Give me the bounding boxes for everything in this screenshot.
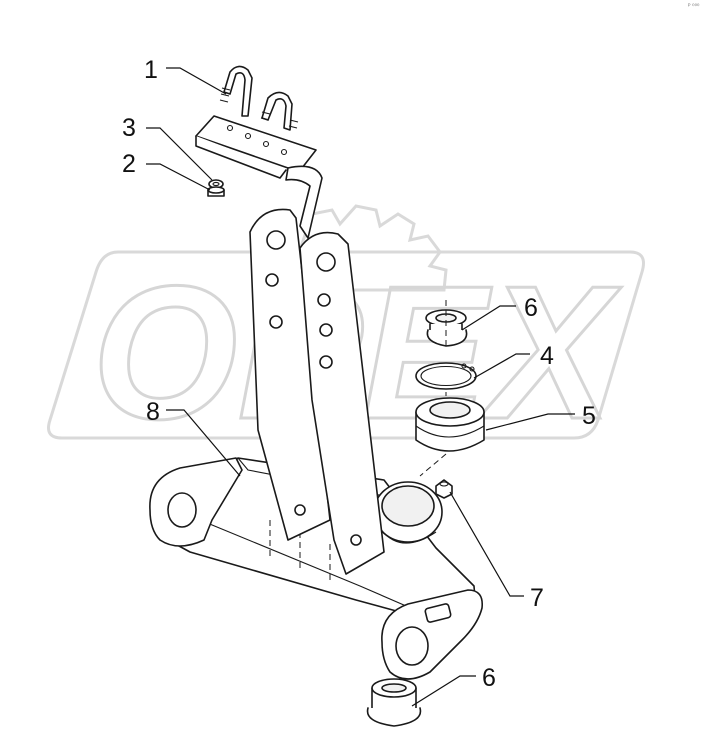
callout-5: 5 bbox=[582, 402, 596, 430]
u-bolt-left bbox=[223, 65, 253, 117]
callout-1: 1 bbox=[144, 56, 158, 84]
corner-mark: ᴾ ⁰⁰⁰ bbox=[688, 3, 700, 10]
callout-4: 4 bbox=[540, 342, 554, 370]
circlip bbox=[415, 362, 477, 390]
callout-7: 7 bbox=[530, 584, 544, 612]
grease-nipple bbox=[435, 479, 453, 499]
callout-8: 8 bbox=[146, 398, 160, 426]
right-lug-hole bbox=[395, 626, 429, 666]
bushing-lower bbox=[366, 678, 422, 727]
u-bolts bbox=[219, 65, 299, 131]
leader-lines bbox=[146, 67, 575, 707]
callout-2: 2 bbox=[122, 150, 136, 178]
upright-rear bbox=[249, 208, 331, 541]
mounting-bracket bbox=[195, 115, 323, 239]
callout-6-lower: 6 bbox=[482, 664, 496, 692]
callout-6-upper: 6 bbox=[524, 294, 538, 322]
base-frame bbox=[149, 457, 484, 680]
callout-3: 3 bbox=[122, 114, 136, 142]
u-bolt-right bbox=[261, 91, 293, 131]
bearing bbox=[415, 397, 485, 452]
watermark-banner bbox=[47, 250, 645, 440]
watermark-gear bbox=[298, 204, 448, 292]
left-lug-hole bbox=[167, 492, 197, 528]
assembly-axis bbox=[419, 300, 447, 477]
grease-pad bbox=[424, 603, 452, 623]
upright-front bbox=[299, 231, 385, 575]
pivot-housing-bore bbox=[381, 485, 435, 527]
